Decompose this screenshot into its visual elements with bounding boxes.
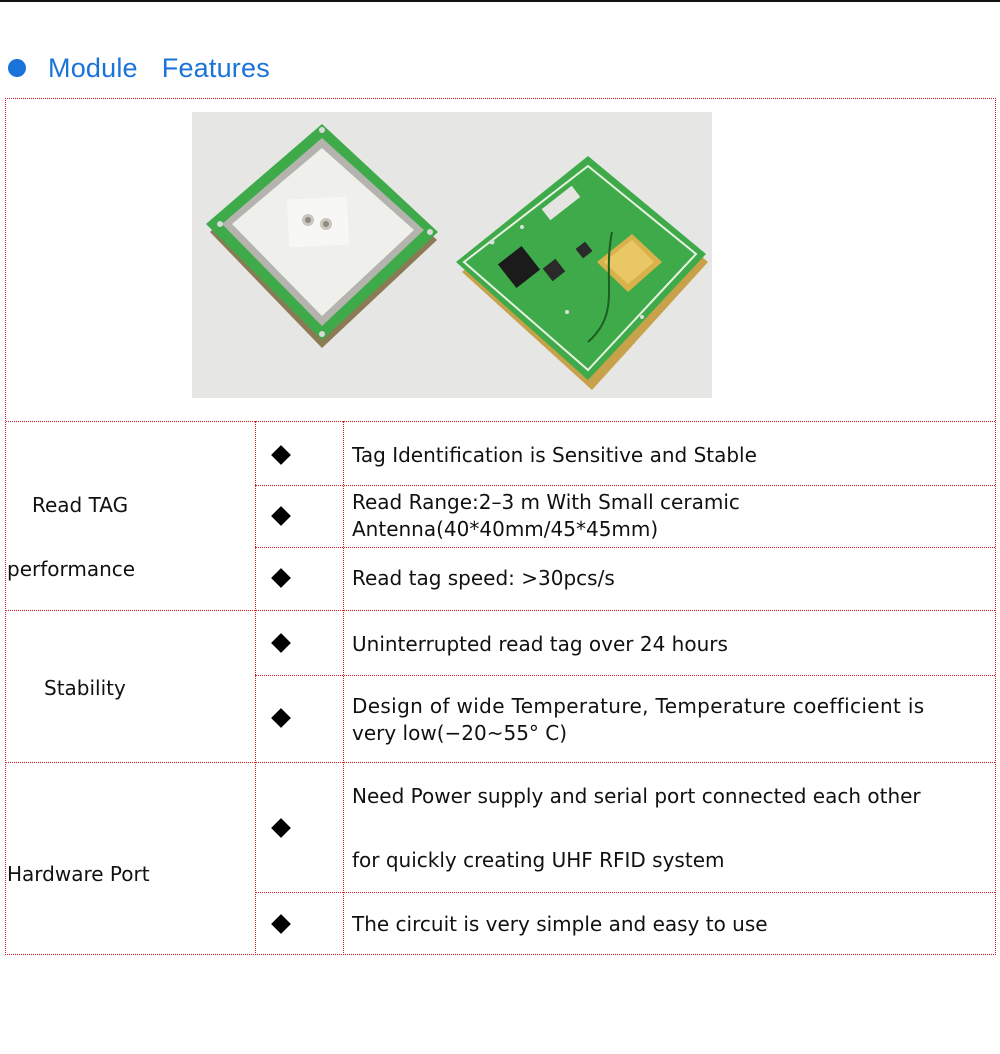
features-table: Read TAG performance Stability Hardware … — [5, 98, 996, 955]
diamond-bullet-icon — [271, 445, 291, 465]
feature-text: Design of wide Temperature, Temperature … — [352, 694, 925, 718]
feature-text: for quickly creating UHF RFID system — [352, 848, 725, 872]
feature-text: Need Power supply and serial port connec… — [352, 784, 921, 808]
section-heading: Module Features — [8, 48, 270, 88]
category-stability: Stability — [44, 676, 126, 700]
feature-text: Antenna(40*40mm/45*45mm) — [352, 517, 659, 541]
row-divider — [255, 485, 995, 486]
heading-word-features: Features — [161, 52, 270, 83]
diamond-bullet-icon — [271, 506, 291, 526]
bullet-dot-icon — [8, 59, 26, 77]
column-divider — [343, 421, 344, 955]
heading-word-module: Module — [48, 52, 138, 83]
row-divider — [6, 610, 995, 611]
feature-text: Read Range:2–3 m With Small ceramic — [352, 490, 740, 514]
circuit-board-image — [456, 156, 708, 390]
diamond-bullet-icon — [271, 568, 291, 588]
diamond-bullet-icon — [271, 633, 291, 653]
row-divider — [6, 421, 995, 422]
feature-text: very low(−20~55° C) — [352, 721, 568, 745]
feature-text: The circuit is very simple and easy to u… — [352, 912, 768, 936]
category-hardware-port: Hardware Port — [7, 862, 150, 886]
category-performance: performance — [7, 557, 136, 581]
feature-text: Tag Identification is Sensitive and Stab… — [352, 443, 757, 467]
category-read-tag: Read TAG — [32, 493, 129, 517]
module-photo — [192, 112, 712, 398]
row-divider — [255, 547, 995, 548]
top-divider — [0, 0, 1000, 2]
diamond-bullet-icon — [271, 818, 291, 838]
antenna-board-image — [206, 124, 438, 348]
row-divider — [255, 675, 995, 676]
feature-text: Uninterrupted read tag over 24 hours — [352, 632, 728, 656]
diamond-bullet-icon — [271, 914, 291, 934]
column-divider — [255, 421, 256, 955]
row-divider — [6, 762, 995, 763]
feature-text: Read tag speed: >30pcs/s — [352, 566, 615, 590]
row-divider — [255, 892, 995, 893]
diamond-bullet-icon — [271, 708, 291, 728]
